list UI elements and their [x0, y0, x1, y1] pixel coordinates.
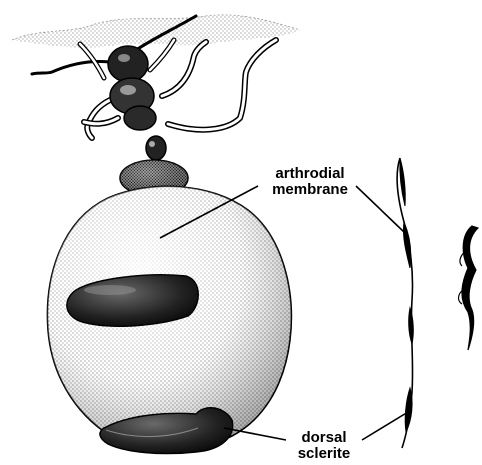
- body-wall-section: [397, 158, 413, 448]
- dorsal-sclerite-label: dorsal sclerite: [286, 430, 362, 462]
- wall-fragment: [459, 226, 478, 350]
- arthrodial-label-line2: membrane: [258, 182, 362, 198]
- arthrodial-membrane-label: arthrodial membrane: [258, 166, 362, 198]
- arthrodial-label-line1: arthrodial: [258, 166, 362, 182]
- ant-head: [108, 46, 148, 82]
- replete-abdomen: [47, 186, 291, 453]
- dorsal-label-line2: sclerite: [286, 446, 362, 462]
- arthrodial-leader-right: [356, 186, 404, 232]
- ceiling-substrate: [12, 15, 300, 48]
- dorsal-label-line1: dorsal: [286, 430, 362, 446]
- dorsal-leader-right: [362, 412, 408, 440]
- ant-petiole: [146, 136, 166, 160]
